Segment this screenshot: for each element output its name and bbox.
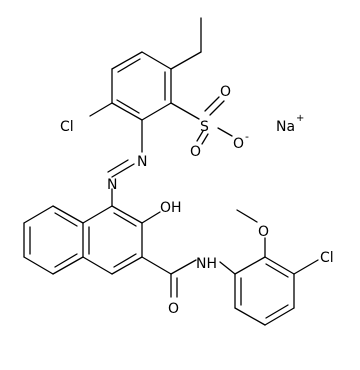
bottom-benzene-ring	[234, 256, 295, 326]
bond	[107, 159, 129, 173]
amide-oxygen-label: O	[168, 301, 179, 317]
naphthalene-core	[23, 205, 143, 275]
methoxy-group	[236, 209, 266, 258]
bond	[196, 130, 204, 142]
bond	[201, 133, 209, 145]
bond	[236, 209, 258, 223]
azo-linkage	[107, 119, 143, 207]
bond	[23, 256, 54, 275]
ethyl-group	[170, 17, 202, 70]
methoxy-oxygen-label: O	[258, 224, 269, 240]
oxygen-label-sulfonyl-upper: O	[220, 84, 231, 100]
amide-group	[141, 256, 236, 298]
bond	[141, 211, 161, 224]
bond	[170, 51, 202, 70]
bond	[113, 212, 137, 227]
bond	[219, 261, 236, 275]
top-benzene-ring	[111, 51, 172, 121]
bond	[52, 256, 84, 275]
oxygen-label-sulfonyl-lower: O	[190, 144, 201, 160]
positive-charge-label: +	[296, 113, 304, 124]
bond	[170, 259, 197, 275]
bond	[111, 51, 143, 70]
bond	[234, 307, 266, 326]
oxygen-label-sulfonate-anion: O	[233, 136, 244, 152]
bond	[82, 205, 113, 224]
bond	[293, 259, 319, 275]
bond	[111, 205, 143, 224]
azo-nitrogen-label-upper: N	[137, 154, 147, 170]
bond	[111, 256, 143, 275]
azo-nitrogen-label-lower: N	[107, 177, 117, 193]
chlorine-label-right: Cl	[320, 250, 334, 266]
bond	[141, 51, 172, 70]
sulfur-label: S	[200, 119, 209, 135]
sodium-label: Na	[276, 119, 295, 135]
bond	[116, 99, 140, 114]
bond	[141, 102, 172, 121]
bond	[264, 256, 295, 275]
bond	[170, 102, 200, 120]
bond	[265, 263, 289, 278]
bond	[117, 58, 141, 73]
bond	[234, 256, 266, 275]
sulfonate-group	[170, 96, 233, 145]
chlorine-label-top: Cl	[60, 119, 74, 135]
bond	[113, 253, 137, 268]
bond	[54, 212, 78, 227]
bond	[264, 307, 295, 326]
bond	[111, 163, 135, 178]
bond	[204, 96, 220, 112]
bond	[265, 304, 289, 319]
hydroxyl-label: OH	[160, 200, 182, 216]
bond	[89, 102, 113, 117]
bond	[23, 205, 54, 224]
bond	[217, 127, 233, 137]
bond	[141, 256, 172, 275]
bond	[54, 253, 78, 268]
bond	[209, 100, 225, 116]
bond	[52, 205, 84, 224]
bond	[82, 256, 113, 275]
amide-nitrogen-label: NH	[196, 256, 217, 272]
bond	[111, 102, 143, 121]
negative-charge-label: -	[245, 130, 249, 143]
